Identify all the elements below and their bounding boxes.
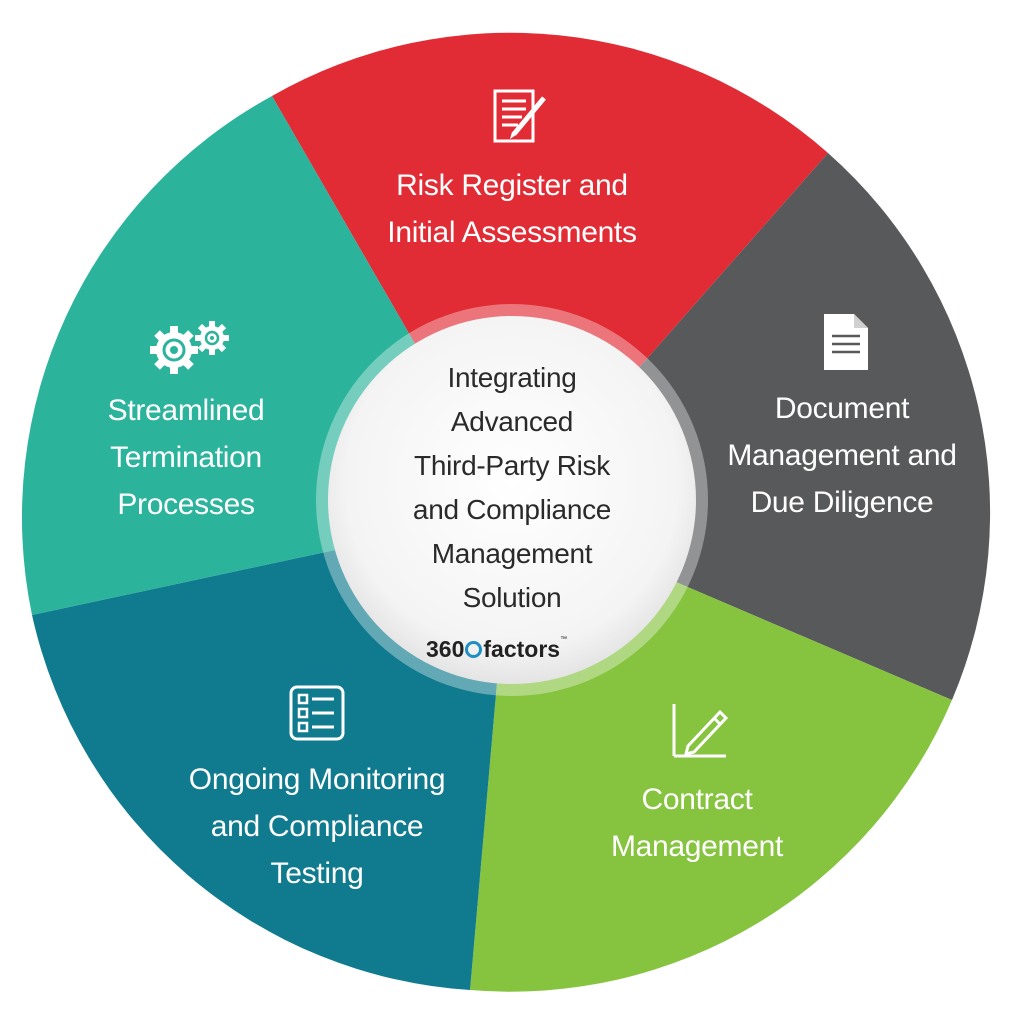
document-management-label: Document Management and Due Diligence xyxy=(706,385,978,526)
checklist-pen-icon xyxy=(493,89,546,143)
label-line: Initial Assessments xyxy=(387,216,637,249)
trademark-mark: ™ xyxy=(560,636,568,643)
label-line: Termination xyxy=(110,441,262,474)
gears-icon xyxy=(150,321,229,374)
center-circle xyxy=(328,316,696,684)
logo-prefix: 360 xyxy=(426,636,465,662)
label-line: Streamlined xyxy=(107,394,265,427)
center-title-line: Solution xyxy=(462,582,562,613)
label-line: Document xyxy=(774,392,910,425)
label-line: Processes xyxy=(117,488,255,521)
segment-risk-register xyxy=(272,32,828,513)
center-title-line: Management xyxy=(431,538,593,569)
label-line: Contract xyxy=(641,783,753,816)
label-line: Management xyxy=(610,830,784,863)
ongoing-monitoring-label: Ongoing Monitoring and Compliance Testin… xyxy=(150,756,484,897)
label-line: Management and xyxy=(727,439,957,472)
center-title: Integrating Advanced Third-Party Risk an… xyxy=(362,356,662,620)
logo-suffix: factors xyxy=(483,636,561,662)
segment-document-management xyxy=(512,153,991,700)
pencil-signature-icon xyxy=(672,704,729,758)
label-line: Ongoing Monitoring xyxy=(188,763,446,796)
center-title-line: Advanced xyxy=(450,406,574,437)
risk-register-label: Risk Register and Initial Assessments xyxy=(352,162,672,256)
label-line: and Compliance xyxy=(210,810,424,843)
contract-management-label: Contract Management xyxy=(582,776,812,870)
label-line: Due Diligence xyxy=(750,486,934,519)
brand-logo: 360 factors™ xyxy=(426,636,598,662)
center-title-line: and Compliance xyxy=(412,494,612,525)
document-icon xyxy=(824,314,868,370)
label-line: Risk Register and xyxy=(396,169,628,202)
center-title-line: Third-Party Risk xyxy=(414,450,610,481)
streamlined-termination-label: Streamlined Termination Processes xyxy=(76,387,296,528)
clipboard-list-icon xyxy=(289,685,345,741)
center-title-line: Integrating xyxy=(447,362,577,393)
logo-ring-icon xyxy=(465,641,483,658)
label-line: Testing xyxy=(270,857,364,890)
